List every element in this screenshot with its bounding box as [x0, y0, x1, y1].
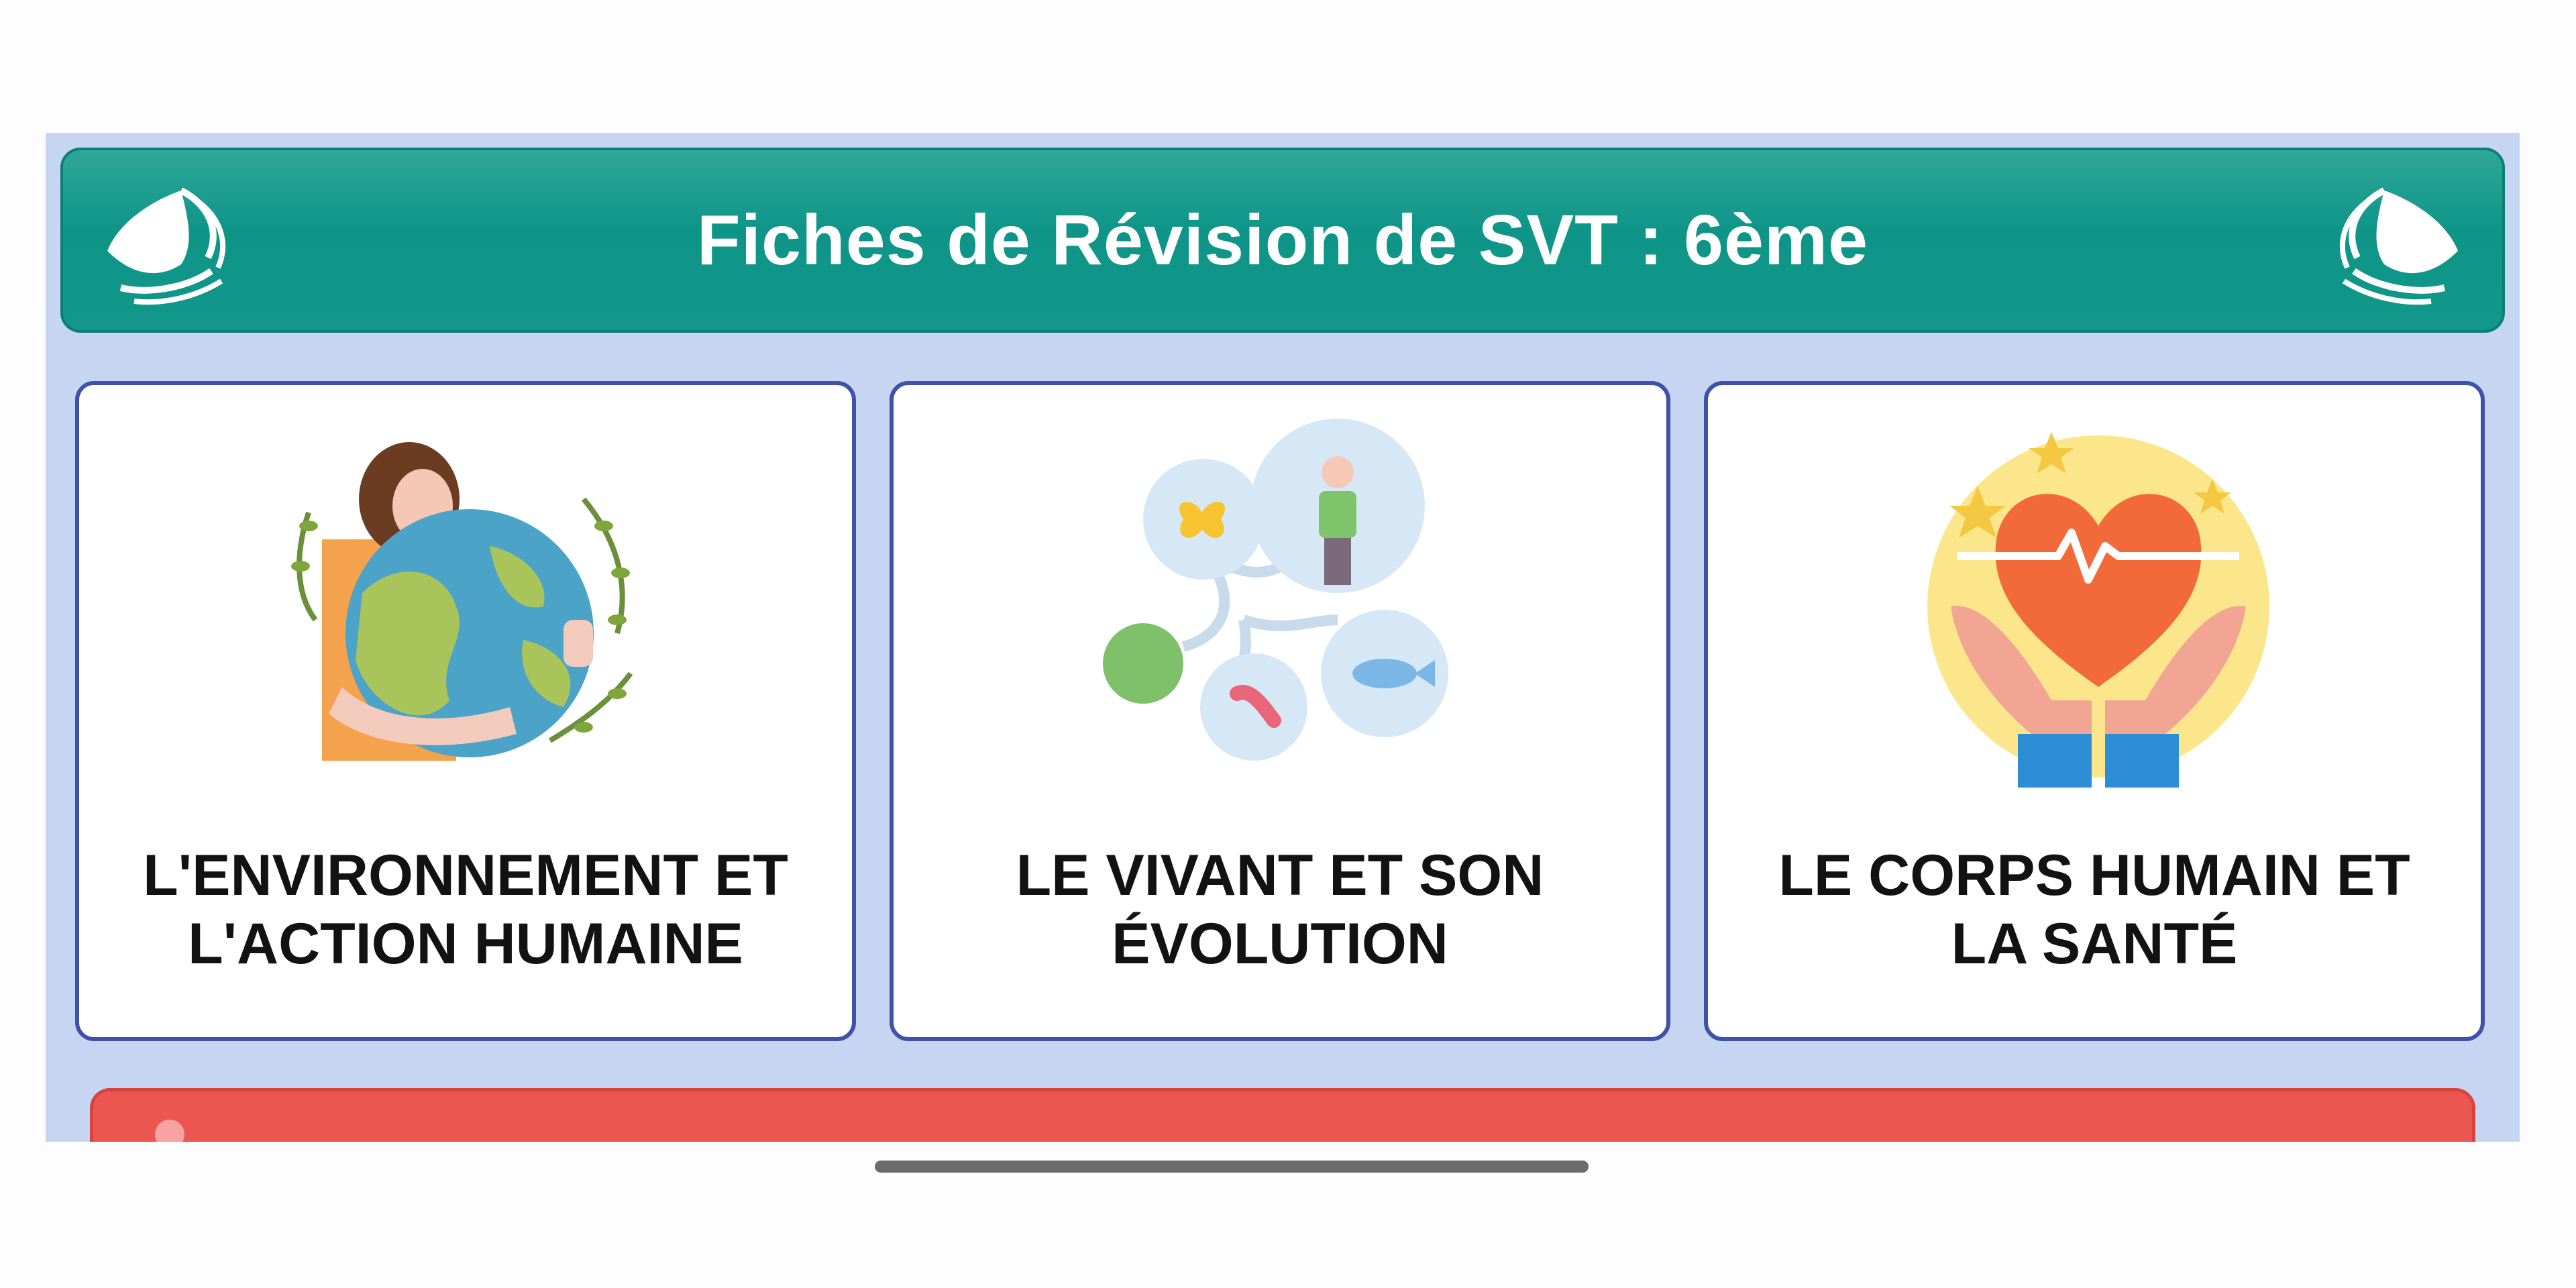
page-header: Fiches de Révision de SVT : 6ème — [60, 148, 2505, 333]
red-banner-button[interactable] — [90, 1088, 2475, 1142]
person-hugging-earth-icon — [291, 442, 633, 761]
card-environment[interactable]: L'ENVIRONNEMENT ET L'ACTION HUMAINE — [75, 381, 856, 1041]
banner-icon — [155, 1120, 184, 1142]
card-label: L'ENVIRONNEMENT ET L'ACTION HUMAINE — [143, 843, 788, 976]
card-label: LE VIVANT ET SON ÉVOLUTION — [1016, 843, 1544, 976]
book-wings-icon — [107, 187, 226, 305]
page-title: Fiches de Révision de SVT : 6ème — [696, 200, 1869, 280]
topic-cards: L'ENVIRONNEMENT ET L'ACTION HUMAINE LE V… — [75, 381, 2490, 1041]
card-living[interactable]: LE VIVANT ET SON ÉVOLUTION — [890, 381, 1670, 1041]
book-wings-icon — [2339, 187, 2458, 305]
card-label: LE CORPS HUMAIN ET LA SANTÉ — [1778, 843, 2410, 976]
evolution-bubbles-icon — [1103, 419, 1448, 761]
card-health[interactable]: LE CORPS HUMAIN ET LA SANTÉ — [1704, 381, 2485, 1041]
heart-in-hands-icon — [1927, 432, 2269, 788]
home-indicator[interactable] — [875, 1161, 1589, 1173]
main-panel: Fiches de Révision de SVT : 6ème — [46, 133, 2520, 1142]
